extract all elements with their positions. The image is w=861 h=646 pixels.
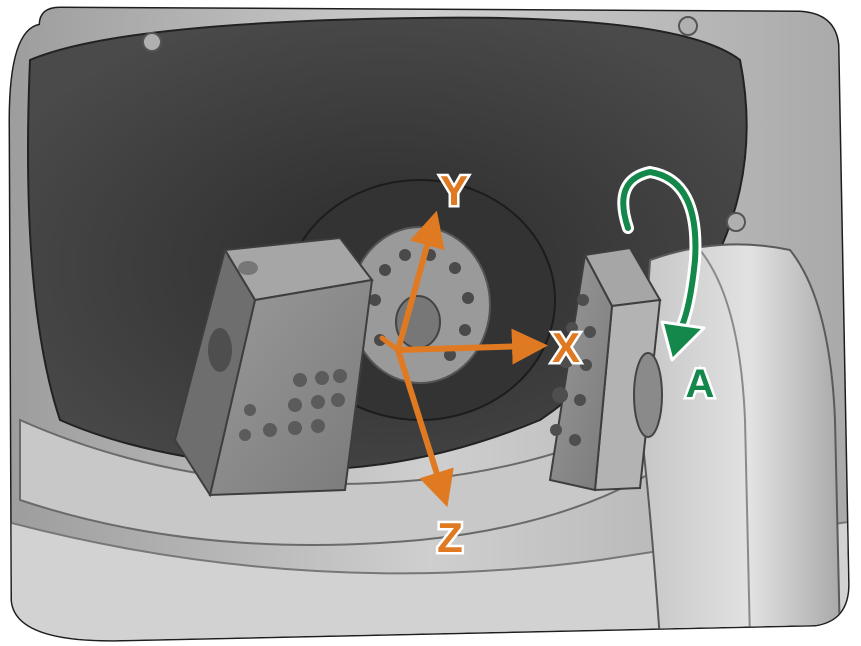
housing-bolt-right [678, 16, 698, 36]
trunnion-arm [638, 243, 842, 641]
table-holes [369, 249, 474, 361]
rotation-arrowhead-icon [660, 320, 706, 362]
axis-stub [379, 335, 401, 353]
rotation-a: A [617, 165, 717, 409]
z-axis-label: Z [437, 514, 463, 561]
arm-edge [699, 249, 751, 641]
coordinate-axes: Y X Z [379, 165, 583, 564]
housing-base [10, 518, 849, 641]
y-axis-label: Y [440, 167, 468, 214]
right-fixture-plate [548, 246, 663, 492]
arm-bolt [726, 212, 746, 232]
x-axis-label: X [552, 324, 580, 371]
housing-bolt-left [142, 32, 162, 52]
y-axis-arrow-icon [395, 210, 445, 353]
left-fixture-block [173, 236, 374, 498]
rotation-label: A [686, 362, 715, 406]
z-axis-arrow-icon [395, 347, 454, 508]
x-axis-arrow-icon [395, 328, 548, 365]
